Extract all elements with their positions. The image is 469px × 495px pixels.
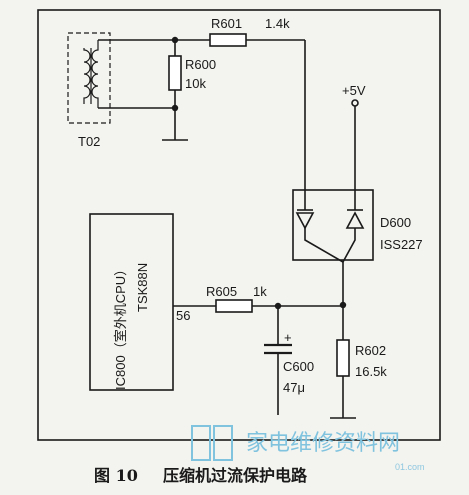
supply-label: +5V [342,83,366,98]
r605-value: 1k [253,284,267,299]
r601-value: 1.4k [265,16,290,31]
ic800-part: TSK88N [135,263,150,312]
d600-package [292,189,374,261]
watermark-text: 家电维修资料网 [246,431,400,456]
r600-ref: R600 [185,57,216,72]
diagram-frame [37,9,441,441]
r602-value: 16.5k [355,364,387,379]
watermark-logo-left [191,425,211,461]
d600-right-join [342,228,356,263]
ic800-pin: 56 [176,308,190,323]
r602-ref: R602 [355,343,386,358]
transformer-label: T02 [78,134,100,149]
r605-ref: R605 [206,284,237,299]
c600-polarity: + [284,330,292,345]
d600-left-diode-triangle [295,212,315,230]
c600-ref: C600 [283,359,314,374]
r601-resistor [209,33,247,47]
ic800-body [89,213,174,391]
r602-resistor [336,339,350,377]
d600-ref: D600 [380,215,411,230]
transformer-secondary-coil [91,40,99,108]
watermark: 家电维修资料网 01.com [191,425,425,472]
transformer-primary-coil [83,48,91,104]
ic800-chip: IC800（室外机CPU） TSK88N 56 [89,213,190,391]
r605-resistor [215,299,253,313]
watermark-logo-right [213,425,233,461]
d600-right-diode-triangle [345,211,365,229]
transformer-dashed-box [67,32,111,124]
r600-resistor [168,55,182,91]
figure-number: 图 10 [94,466,138,485]
r600-value: 10k [185,76,206,91]
transformer-t02: T02 [67,32,111,149]
d600-part: ISS227 [380,237,423,252]
figure-title: 压缩机过流保护电路 [163,466,308,485]
d600-diode: D600 ISS227 [292,189,423,263]
supply-terminal [351,99,359,107]
r601-ref: R601 [211,16,242,31]
c600-value: 47μ [283,380,305,395]
d600-left-join [304,228,344,263]
ic800-ref-desc: IC800（室外机CPU） [113,263,128,390]
watermark-url: 01.com [395,462,425,472]
